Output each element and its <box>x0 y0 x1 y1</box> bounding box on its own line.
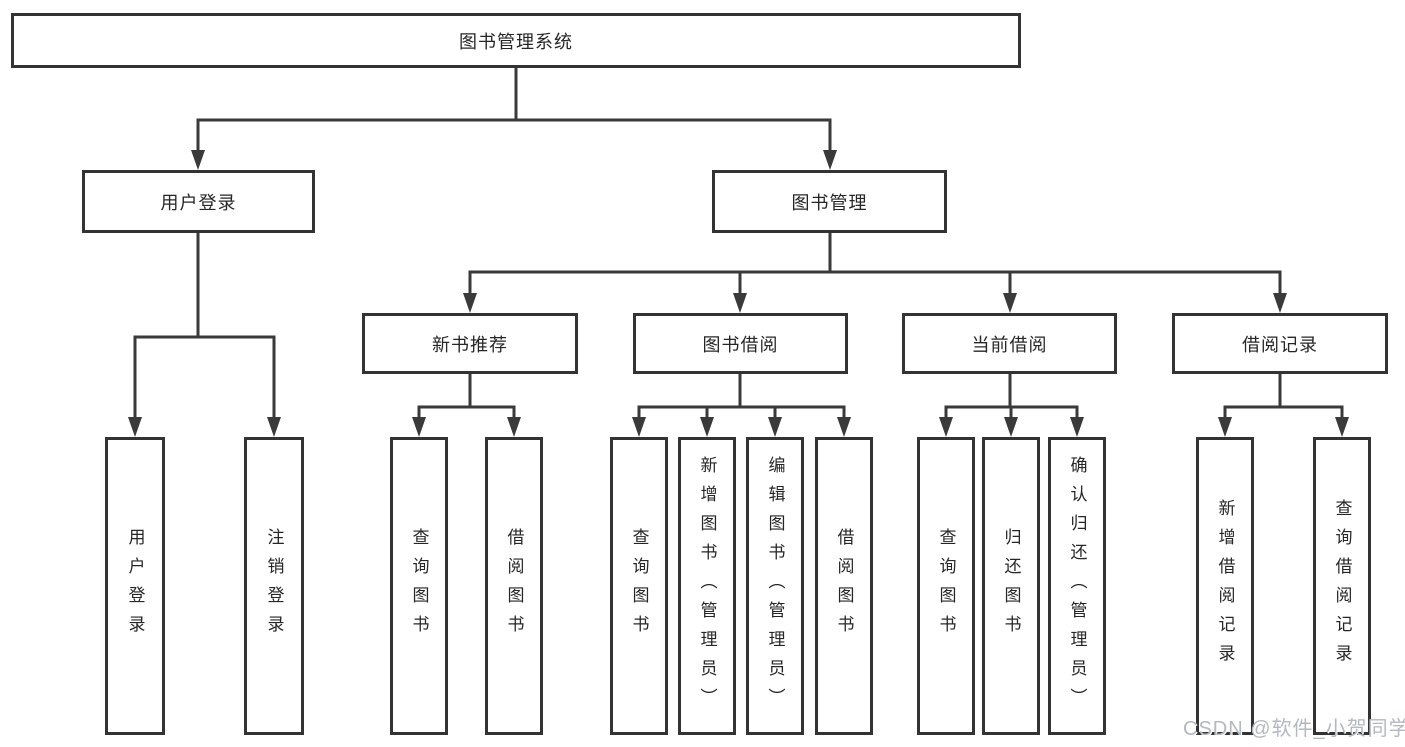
node-root-library-system: 图书管理系统 <box>11 13 1021 68</box>
node-leaf-bb-borrow-books: 借阅图书 <box>815 437 873 735</box>
node-leaf-cb-return-books: 归还图书 <box>982 437 1040 735</box>
node-leaf-bb-add-books-admin: 新增图书（管理员） <box>678 437 736 735</box>
node-leaf-nbr-borrow-books: 借阅图书 <box>485 437 543 735</box>
node-branch-book-management: 图书管理 <box>712 170 947 233</box>
node-leaf-br-add-record: 新增借阅记录 <box>1196 437 1254 735</box>
csdn-watermark: CSDN @软件_小贺同学 <box>1183 718 1405 740</box>
node-leaf-cb-query-books: 查询图书 <box>917 437 975 735</box>
node-leaf-bb-edit-books-admin: 编辑图书（管理员） <box>746 437 804 735</box>
node-module-new-book-recommend: 新书推荐 <box>362 313 578 374</box>
node-leaf-br-query-record: 查询借阅记录 <box>1313 437 1371 735</box>
node-module-book-borrow: 图书借阅 <box>633 313 848 374</box>
node-module-current-borrow: 当前借阅 <box>902 313 1117 374</box>
node-leaf-nbr-query-books: 查询图书 <box>390 437 448 735</box>
node-branch-user-login: 用户登录 <box>82 170 315 233</box>
node-leaf-bb-query-books: 查询图书 <box>610 437 668 735</box>
node-leaf-cb-confirm-return-admin: 确认归还（管理员） <box>1048 437 1106 735</box>
node-leaf-user-login: 用户登录 <box>105 437 165 735</box>
node-leaf-logout: 注销登录 <box>244 437 304 735</box>
node-module-borrow-records: 借阅记录 <box>1172 313 1388 374</box>
